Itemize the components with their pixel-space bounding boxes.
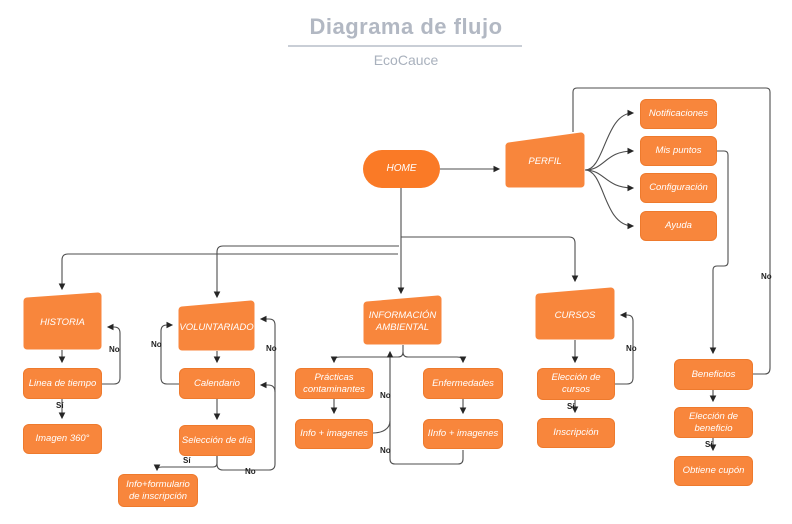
node-seleccion-de-dia: Selección de día [179,425,255,456]
flag-shape [363,295,442,345]
flag-shape [505,132,585,188]
node-voluntariado: VOLUNTARIADO [178,300,255,351]
node-informacion-ambiental: INFORMACIÓN AMBIENTAL [363,295,442,345]
edge-label-no-beneficios: No [761,272,772,281]
edge-label-si-historia: Sí [56,401,64,410]
flag-shape [23,292,102,350]
node-linea-de-tiempo: Linea de tiempo [23,368,102,399]
page-title: Diagrama de flujo [309,14,503,39]
title-underline [288,45,522,47]
node-perfil: PERFIL [505,132,585,188]
edge-label-no-cursos: No [626,344,637,353]
node-historia: HISTORIA [23,292,102,350]
edge-label-no-info-2: No [380,446,391,455]
edge-label-no-seleccion: No [245,467,256,476]
flag-shape [178,300,255,351]
edge-label-no-historia: No [109,345,120,354]
node-imagen-360: Imagen 360° [23,424,102,454]
node-inscripcion: Inscripción [537,418,615,448]
node-configuracion: Configuración [640,173,717,203]
node-obtiene-cupon: Obtiene cupón [674,456,753,486]
node-calendario: Calendario [179,368,255,399]
node-enfermedades: Enfermedades [423,368,503,399]
node-beneficios: Beneficios [674,359,753,390]
node-iinfo-imagenes: IInfo + imagenes [423,419,503,449]
node-cursos: CURSOS [535,287,615,340]
node-eleccion-de-beneficio: Elección de beneficio [674,407,753,438]
edge-label-si-beneficio: Sí [705,440,713,449]
node-home: HOME [363,150,440,188]
edge-label-si-cursos: Sí [567,402,575,411]
edge-label-si-voluntariado: Sí [183,456,191,465]
node-ayuda: Ayuda [640,211,717,241]
page-subtitle: EcoCauce [373,52,439,68]
edge-label-no-info-1: No [380,391,391,400]
node-mis-puntos: Mis puntos [640,136,717,166]
node-info-imagenes: Info + imagenes [295,419,373,449]
flag-shape [535,287,615,340]
edge-label-no-voluntariado: No [266,344,277,353]
edge-label-no-calendario: No [151,340,162,349]
node-notificaciones: Notificaciones [640,99,717,129]
node-eleccion-de-cursos: Elección de cursos [537,368,615,400]
node-info-formulario-inscripcion: Info+formulario de inscripción [118,474,198,507]
node-practicas-contaminantes: Prácticas contaminantes [295,368,373,399]
